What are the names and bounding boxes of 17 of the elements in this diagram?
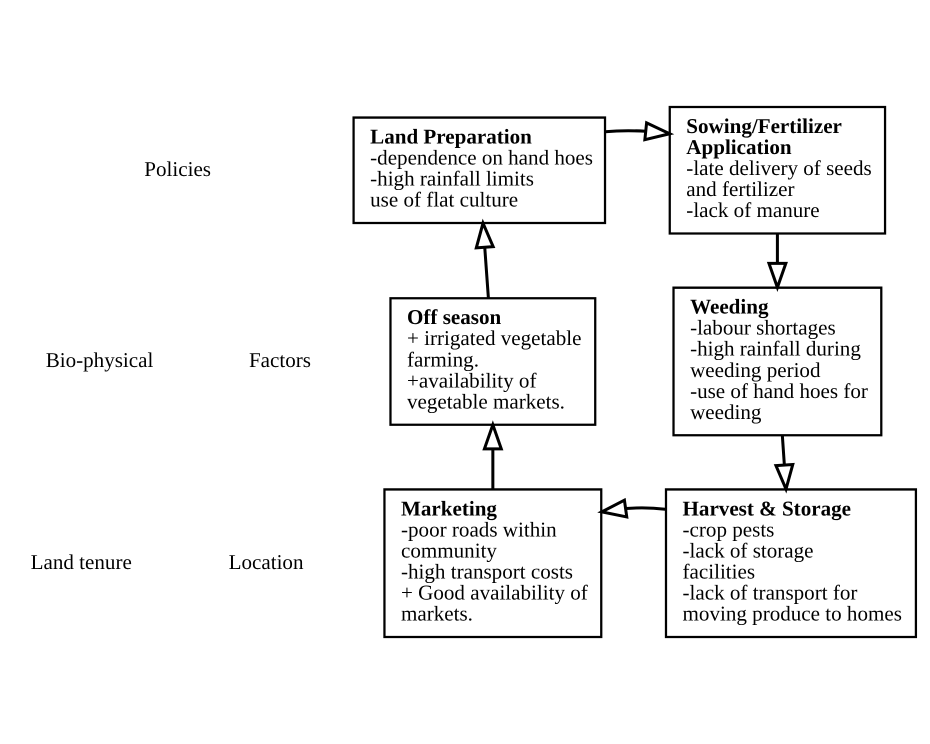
label: Bio-physical <box>46 348 154 372</box>
label: Policies <box>144 156 212 181</box>
node-box: Off season + irrigated vegetable farming. +availability of vegetable markets. <box>389 297 596 426</box>
node-box: Marketing -poor roads within community -high transport costs + Good availability of markets. <box>383 488 602 638</box>
arrow <box>774 435 795 494</box>
node-box: Harvest & Storage -crop pests -lack of storage facilities -lack of transport for moving produce to homes <box>664 488 918 638</box>
node-box: Land Preparation -dependence on hand hoes -high rainfall limits use of flat culture <box>352 116 606 224</box>
arrow <box>482 420 504 489</box>
node-box: Sowing/Fertilizer Application -late delivery of seeds and fertilizer -lack of manure <box>668 106 886 235</box>
label: Factors <box>248 348 311 372</box>
arrow <box>474 218 496 298</box>
label: Land tenure <box>30 550 132 574</box>
arrow <box>766 234 788 292</box>
arrow <box>604 120 674 142</box>
node-box: Weeding -labour shortages -high rainfall during weeding period -use of hand hoes for weeding <box>672 286 882 436</box>
arrow <box>597 498 666 519</box>
label: Location <box>228 550 304 574</box>
